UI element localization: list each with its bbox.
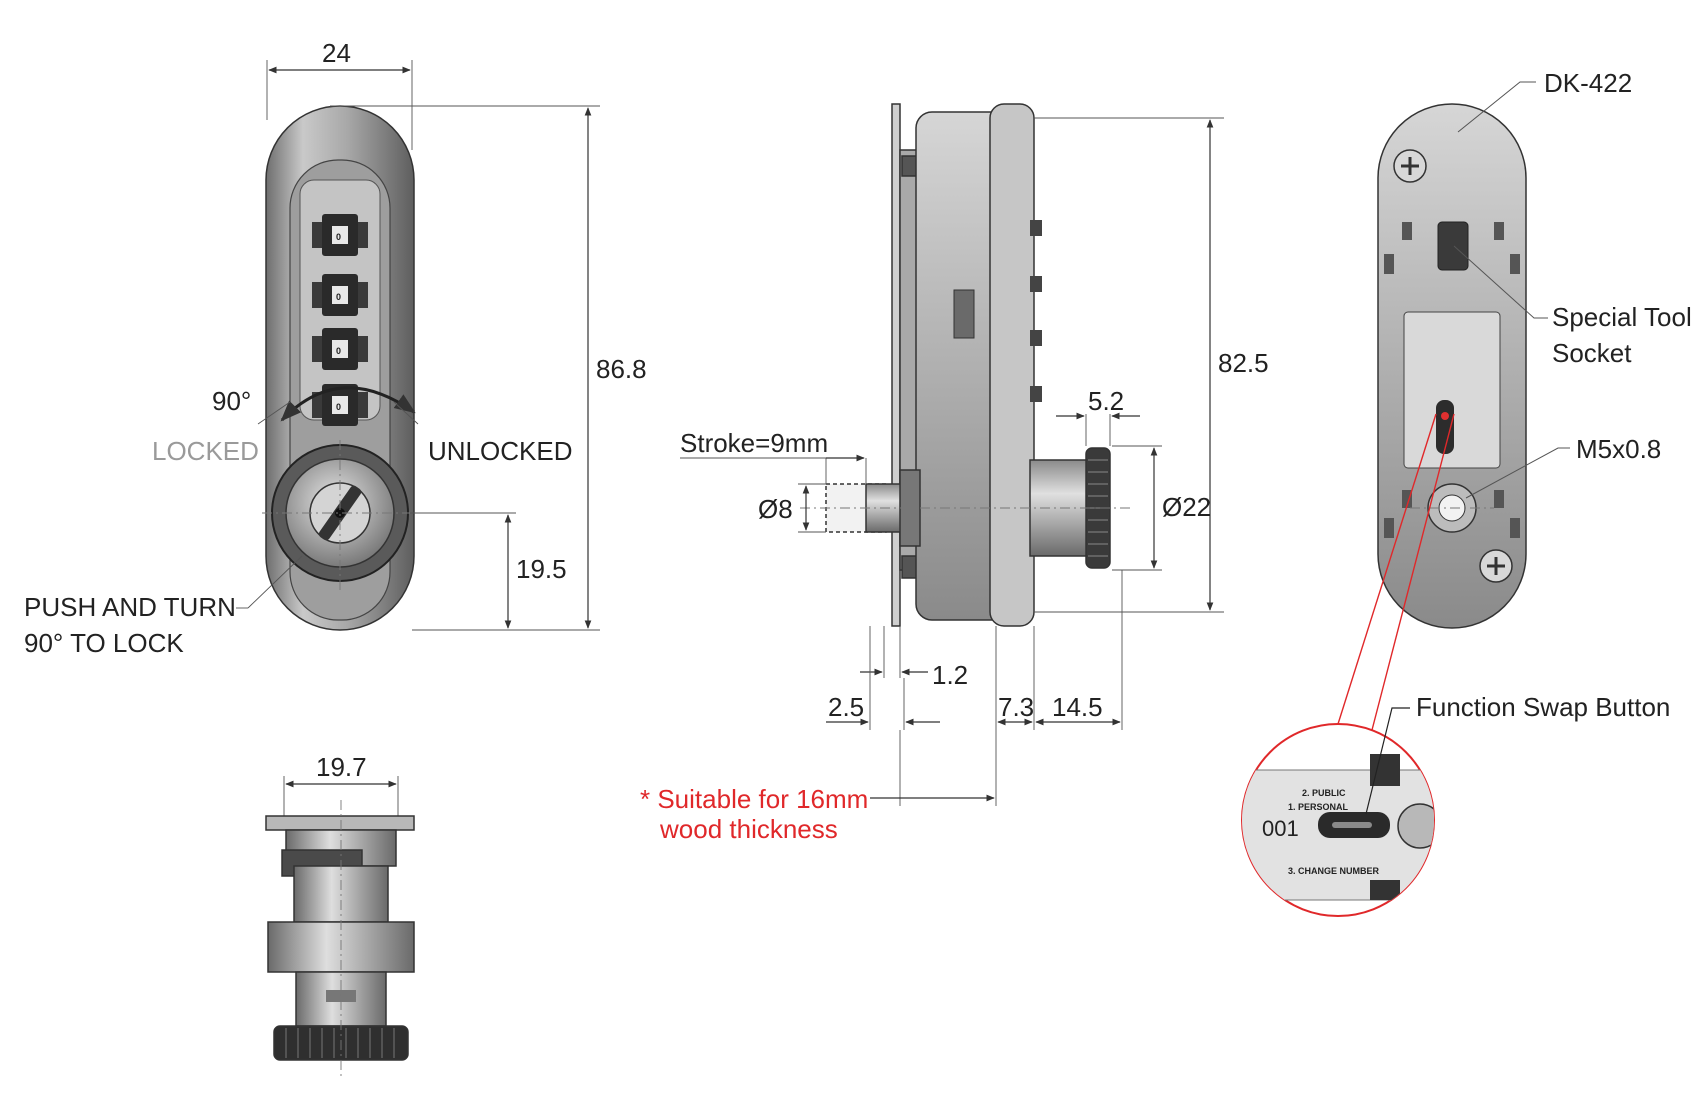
screw-thread-label: M5x0.8: [1576, 434, 1661, 464]
side-view: 82.5 5.2 Ø22 Stroke=9mm Ø8 1.2: [640, 103, 1269, 844]
rotation-arrow-icon: [280, 386, 416, 422]
combination-dial-2[interactable]: 0: [312, 274, 368, 316]
mode3-text: 3. CHANGE NUMBER: [1288, 866, 1380, 876]
combination-dial-1[interactable]: 0: [312, 214, 368, 256]
function-swap-slot[interactable]: [1436, 400, 1454, 454]
dial-digit: 0: [336, 402, 341, 412]
dial-digit: 0: [336, 232, 341, 242]
panel-gap-dim: 2.5: [828, 692, 864, 722]
back-view: DK-422 Special Tool Socket M5x0.8 2. PUB…: [1241, 68, 1692, 917]
knob-depth-dim: 14.5: [1052, 692, 1103, 722]
function-swap-label: Function Swap Button: [1416, 692, 1670, 722]
knob-length-dim: 5.2: [1088, 386, 1124, 416]
model-label: DK-422: [1544, 68, 1632, 98]
push-turn-label-1: PUSH AND TURN: [24, 592, 236, 622]
knob-diameter-dim: Ø22: [1162, 492, 1211, 522]
front-height-dim: 86.8: [596, 354, 647, 384]
bolt-diameter-dim: Ø8: [758, 494, 793, 524]
special-tool-label-2: Socket: [1552, 338, 1632, 368]
push-turn-label-2: 90° TO LOCK: [24, 628, 184, 658]
dial-digit: 0: [336, 292, 341, 302]
front-knob-offset-dim: 19.5: [516, 554, 567, 584]
front-view: 24 0 0 0 0: [24, 38, 647, 658]
stroke-dim: Stroke=9mm: [680, 428, 828, 458]
side-height-dim: 82.5: [1218, 348, 1269, 378]
special-tool-label-1: Special Tool: [1552, 302, 1692, 332]
mounting-plate: [891, 103, 901, 627]
angle-label: 90°: [212, 386, 251, 416]
combination-dial-3[interactable]: 0: [312, 328, 368, 370]
mode2-text: 2. PUBLIC: [1302, 788, 1346, 798]
bottom-width-dim: 19.7: [316, 752, 367, 782]
dial-digit: 0: [336, 346, 341, 356]
unlocked-label: UNLOCKED: [428, 436, 572, 466]
body-depth-dim: 7.3: [998, 692, 1034, 722]
front-width-dim: 24: [322, 38, 351, 68]
code-text: 001: [1262, 816, 1299, 841]
special-tool-socket[interactable]: [1437, 221, 1469, 271]
magnified-detail: 2. PUBLIC 1. PERSONAL 001 3. CHANGE NUMB…: [1241, 723, 1435, 917]
mode1-text: 1. PERSONAL: [1288, 802, 1349, 812]
bottom-view: 19.7: [265, 752, 415, 1080]
locked-label: LOCKED: [152, 436, 259, 466]
plate-thickness-dim: 1.2: [932, 660, 968, 690]
wood-note-line2: wood thickness: [659, 814, 838, 844]
wood-note-line1: * Suitable for 16mm: [640, 784, 868, 814]
